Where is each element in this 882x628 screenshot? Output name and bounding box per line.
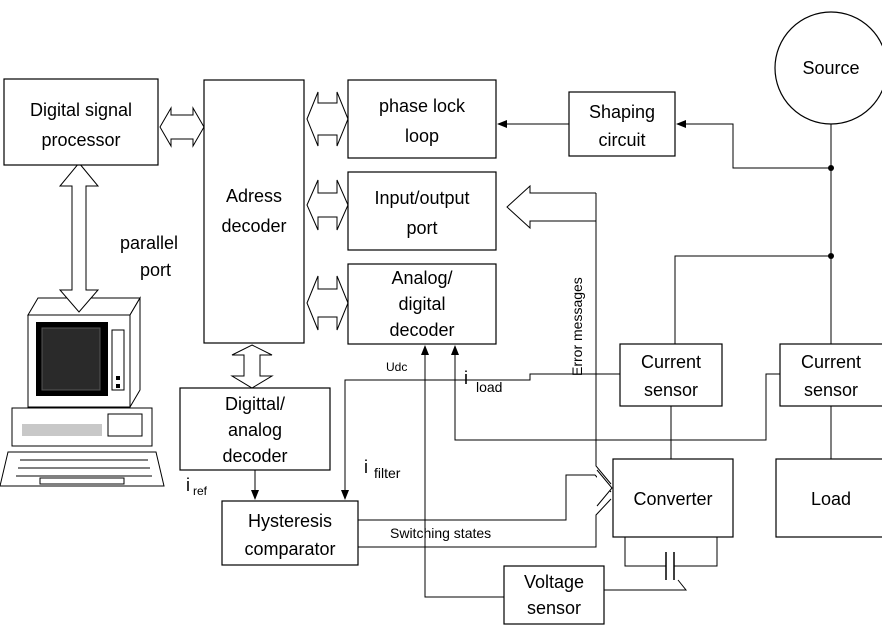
- svg-text:Shaping: Shaping: [589, 102, 655, 122]
- svg-text:digital: digital: [398, 294, 445, 314]
- svg-text:phase lock: phase lock: [379, 96, 466, 116]
- io-port-block: Input/output port: [347, 171, 497, 251]
- switching-states-wire: [358, 474, 612, 521]
- converter-input-arrow: [596, 469, 613, 507]
- svg-text:analog: analog: [228, 420, 282, 440]
- i-filter-wire: [341, 373, 620, 500]
- svg-text:i: i: [464, 368, 468, 388]
- svg-text:port: port: [406, 218, 437, 238]
- source-to-shaping-wire: [676, 120, 831, 169]
- i-filter-label: i filter: [364, 457, 401, 481]
- svg-text:Input/output: Input/output: [374, 188, 469, 208]
- shaping-circuit-block: Shaping circuit: [568, 91, 676, 157]
- svg-text:Current: Current: [641, 352, 701, 372]
- svg-text:decoder: decoder: [389, 320, 454, 340]
- svg-text:processor: processor: [41, 130, 120, 150]
- udc-wire: [421, 345, 504, 598]
- svg-text:Digittal/: Digittal/: [225, 394, 285, 414]
- dsp-decoder-bus: [159, 106, 205, 148]
- current-sensor-2-block: Current sensor: [779, 343, 882, 407]
- switching-states-label: Switching states: [390, 525, 491, 541]
- svg-text:comparator: comparator: [244, 539, 335, 559]
- i-load-wire: [451, 345, 780, 441]
- parallel-port-label: parallel: [120, 233, 178, 253]
- junction-dot: [828, 165, 834, 171]
- adc-bus: [306, 275, 349, 331]
- load-block: Load: [775, 458, 882, 538]
- parallel-port-label: port: [140, 260, 171, 280]
- svg-text:ref: ref: [193, 484, 208, 498]
- svg-text:Source: Source: [802, 58, 859, 78]
- svg-text:sensor: sensor: [644, 380, 698, 400]
- address-decoder-block: Adress decoder: [203, 79, 305, 344]
- error-messages-wire: [595, 193, 612, 485]
- i-load-label: i load: [464, 368, 502, 395]
- svg-text:sensor: sensor: [527, 598, 581, 618]
- svg-text:Current: Current: [801, 352, 861, 372]
- source-block: Source: [774, 11, 882, 125]
- voltage-sensor-block: Voltage sensor: [503, 565, 605, 625]
- junction-dot: [828, 253, 834, 259]
- i-ref-label: i ref: [186, 475, 208, 498]
- io-input-bus: [506, 184, 596, 230]
- io-bus: [306, 179, 349, 231]
- svg-text:i: i: [186, 475, 190, 495]
- adc-block: Analog/ digital decoder: [347, 263, 497, 345]
- svg-text:filter: filter: [374, 465, 401, 481]
- capacitor-wire-2: [680, 537, 718, 567]
- svg-text:Adress: Adress: [226, 186, 282, 206]
- svg-text:loop: loop: [405, 126, 439, 146]
- udc-label: Udc: [386, 360, 407, 374]
- source-to-sensor1-wire: [674, 255, 831, 344]
- svg-text:decoder: decoder: [222, 446, 287, 466]
- svg-text:Digital signal: Digital signal: [30, 100, 132, 120]
- svg-text:load: load: [476, 379, 502, 395]
- capacitor-to-voltage-sensor-wire: [604, 579, 688, 591]
- computer-icon: [0, 296, 165, 487]
- svg-text:Voltage: Voltage: [524, 572, 584, 592]
- switching-states-wire-2: [358, 498, 612, 548]
- svg-text:circuit: circuit: [598, 130, 645, 150]
- current-sensor-1-block: Current sensor: [619, 343, 723, 407]
- svg-text:i: i: [364, 457, 368, 477]
- decoder-dac-bus: [230, 344, 274, 389]
- dsp-block: Digital signal processor: [3, 78, 159, 166]
- capacitor-wire: [624, 537, 660, 567]
- parallel-port-bus: [58, 162, 100, 313]
- svg-text:sensor: sensor: [804, 380, 858, 400]
- svg-text:Converter: Converter: [633, 489, 712, 509]
- hysteresis-comparator-block: Hysteresis comparator: [221, 500, 359, 566]
- svg-text:Hysteresis: Hysteresis: [248, 511, 332, 531]
- error-messages-label: Error messages: [569, 277, 585, 376]
- converter-block: Converter: [612, 458, 734, 538]
- svg-text:decoder: decoder: [221, 216, 286, 236]
- svg-text:Analog/: Analog/: [391, 268, 452, 288]
- pll-block: phase lock loop: [347, 79, 497, 159]
- pll-bus: [306, 91, 349, 147]
- svg-text:Load: Load: [811, 489, 851, 509]
- dac-block: Digittal/ analog decoder: [179, 387, 331, 471]
